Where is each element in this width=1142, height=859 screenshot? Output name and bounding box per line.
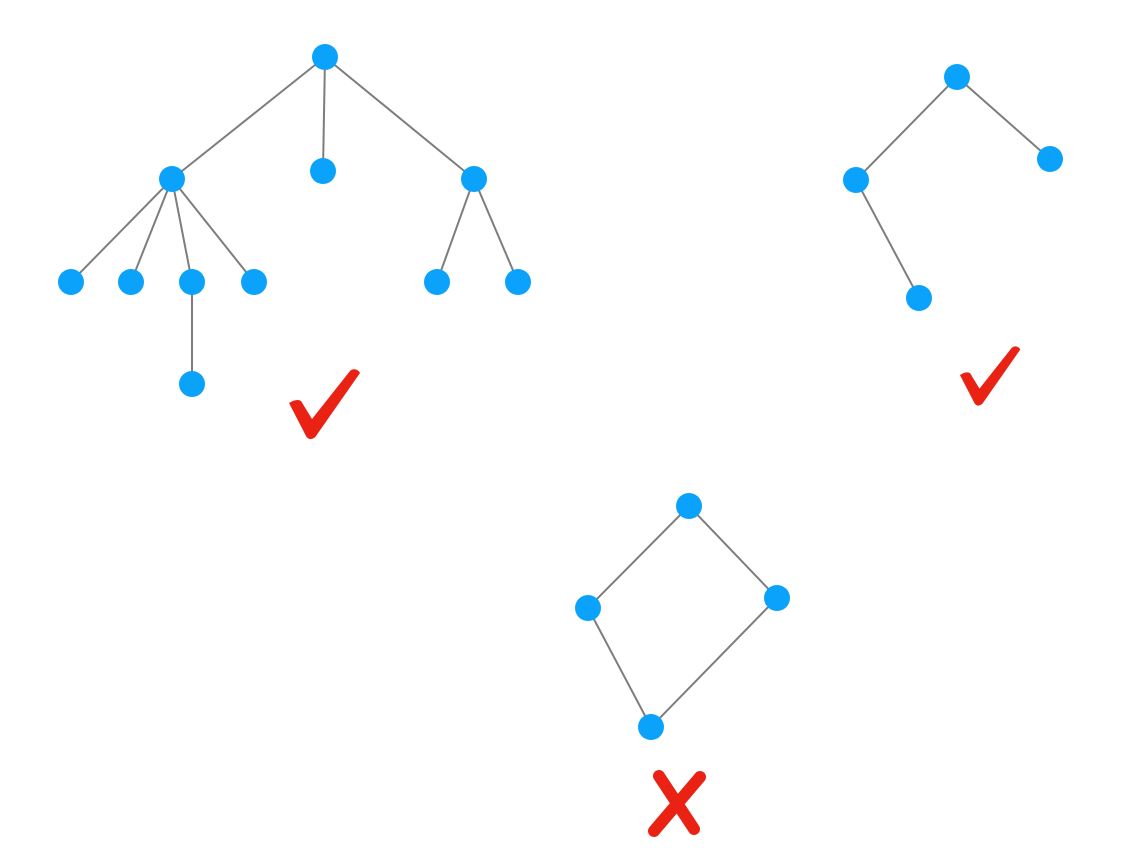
cycle-edge-t-lft [595, 513, 682, 601]
large-tree-edge-root-b [322, 67, 326, 161]
small-tree-check-icon [959, 346, 1021, 406]
cycle-cross-icon [648, 770, 706, 837]
large-tree-edge-c-c2 [477, 189, 515, 272]
large-tree-edge-root-a [180, 63, 317, 173]
large-tree-node-a1 [58, 269, 84, 295]
large-tree-edge-c-c1 [440, 189, 471, 272]
large-tree-check-icon [289, 369, 360, 439]
large-tree-node-root [312, 44, 338, 70]
large-tree-node-a3 [179, 269, 205, 295]
small-tree-node-l [843, 167, 869, 193]
small-tree-edges [860, 83, 1042, 289]
large-tree-edge-a-a4 [178, 187, 248, 274]
small-tree-edge-l-ll [860, 189, 915, 289]
cycle-nodes [575, 493, 790, 740]
cycle-node-lft [575, 595, 601, 621]
large-tree-edge-a-a1 [78, 186, 165, 275]
large-tree-edge-a-a3 [173, 189, 191, 272]
small-tree-node-rr [1037, 146, 1063, 172]
large-tree-edge-root-c [333, 63, 466, 173]
large-tree-node-a2 [118, 269, 144, 295]
nodes-layer [58, 44, 1063, 740]
small-tree-nodes [843, 64, 1063, 311]
cycle-edge-rgt-btm [658, 605, 770, 720]
edges-layer [78, 63, 1042, 720]
small-tree-edge-r-rr [965, 83, 1042, 153]
large-tree-node-c [461, 166, 487, 192]
cycle-edge-lft-btm [592, 617, 647, 718]
small-tree-edge-r-l [863, 84, 950, 173]
large-tree-nodes [58, 44, 531, 397]
large-tree-node-a4 [241, 269, 267, 295]
cycle-edge-t-rgt [696, 513, 770, 591]
small-tree-node-r [944, 64, 970, 90]
cycle-node-btm [638, 714, 664, 740]
large-tree-node-a [159, 166, 185, 192]
large-tree-node-c2 [505, 269, 531, 295]
large-tree-node-b [310, 158, 336, 184]
large-tree-node-a3x [179, 371, 205, 397]
large-tree-edges [78, 63, 515, 373]
cycle-edges [592, 513, 770, 720]
cycle-node-rgt [764, 585, 790, 611]
large-tree-node-c1 [424, 269, 450, 295]
marks-layer [289, 346, 1021, 837]
large-tree-edge-a-a2 [134, 189, 169, 272]
small-tree-node-ll [906, 285, 932, 311]
cycle-node-t [676, 493, 702, 519]
